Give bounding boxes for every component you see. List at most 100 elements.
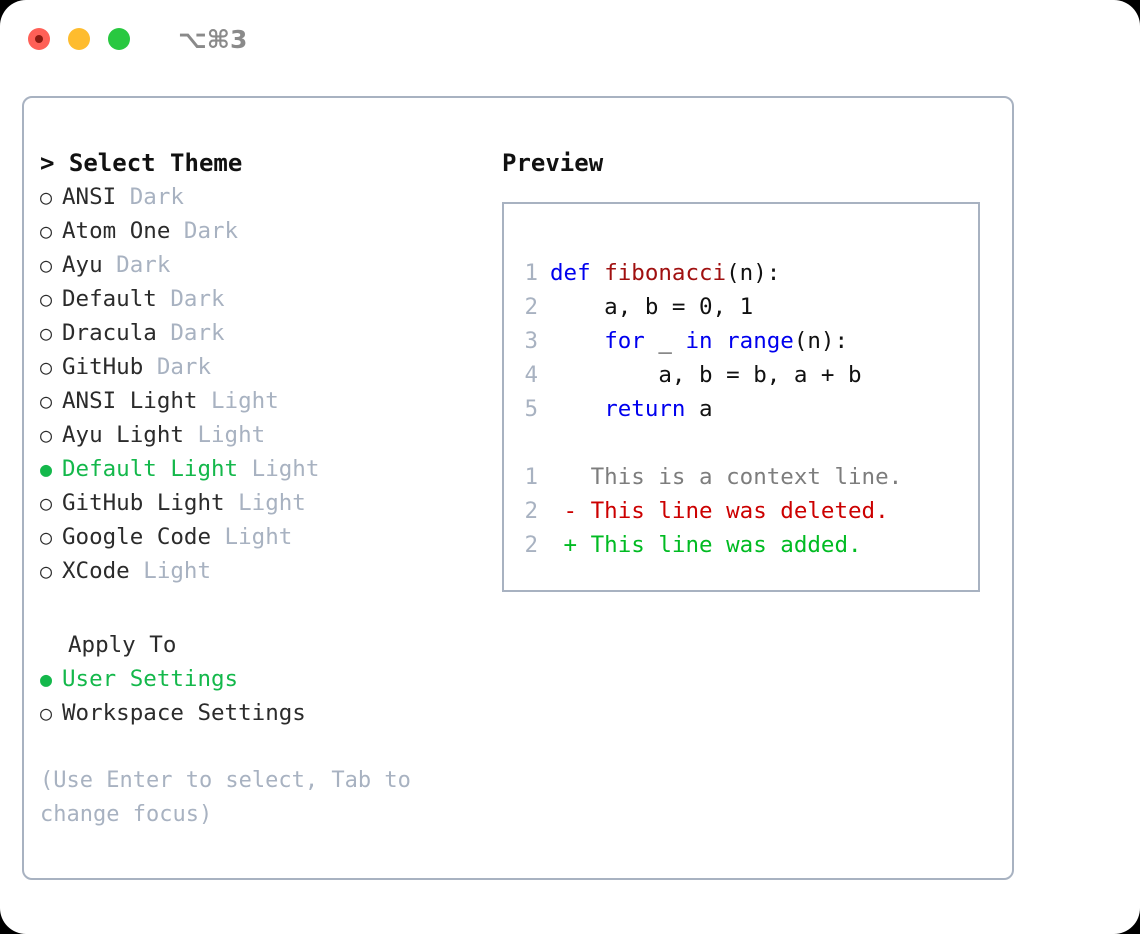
line-content: return a	[550, 392, 713, 426]
theme-name: Atom One	[62, 218, 171, 244]
token: fibonacci	[604, 260, 727, 286]
token: + This line was added.	[550, 532, 862, 558]
line-number: 2	[524, 532, 538, 558]
theme-variant: Light	[238, 456, 320, 482]
line-number: 3	[524, 328, 538, 354]
apply-to-label: User Settings	[62, 666, 239, 692]
radio-unselected-icon: ○	[40, 423, 53, 447]
theme-name: GitHub Light	[62, 490, 225, 516]
token: a	[685, 396, 713, 422]
theme-variant: Dark	[156, 320, 225, 346]
code-line: 2 a, b = 0, 1	[520, 290, 978, 324]
code-line: 1 def fibonacci(n):	[520, 256, 978, 290]
theme-list[interactable]: ○ANSI Dark○Atom One Dark○Ayu Dark○Defaul…	[40, 180, 500, 588]
token: for	[604, 328, 645, 354]
diff-sample: 1 This is a context line. 2 - This line w…	[520, 460, 978, 562]
theme-list-item[interactable]: ○ANSI Light Light	[40, 384, 500, 418]
theme-list-item[interactable]: ○ Google Code Light	[40, 520, 500, 554]
line-content: - This line was deleted.	[550, 494, 889, 528]
radio-unselected-icon: ○	[40, 559, 53, 583]
theme-name: Google Code	[62, 524, 212, 550]
code-line: 5 return a	[520, 392, 978, 426]
line-content: a, b = 0, 1	[550, 290, 753, 324]
line-content: def fibonacci(n):	[550, 256, 780, 290]
line-number: 2	[524, 498, 538, 524]
line-content: + This line was added.	[550, 528, 862, 562]
theme-variant: Dark	[156, 286, 225, 312]
theme-name: Ayu Light	[62, 422, 184, 448]
radio-unselected-icon: ○	[40, 253, 53, 277]
preview-title: Preview	[502, 149, 604, 177]
radio-unselected-icon: ○	[40, 321, 53, 345]
theme-name: Dracula	[62, 320, 157, 346]
radio-selected-icon: ●	[40, 457, 53, 481]
close-button[interactable]	[28, 28, 50, 50]
radio-selected-icon: ●	[40, 667, 53, 691]
token: This is a context line.	[550, 464, 903, 490]
minimize-button[interactable]	[68, 28, 90, 50]
line-content: for _ in range(n):	[550, 324, 848, 358]
theme-list-item[interactable]: ○ Ayu Dark	[40, 248, 500, 282]
line-content: a, b = b, a + b	[550, 358, 862, 392]
theme-list-item[interactable]: ○ Atom One Dark	[40, 214, 500, 248]
theme-variant: Light	[224, 490, 306, 516]
main-panel: > Select Theme ○ANSI Dark○Atom One Dark○…	[22, 96, 1014, 880]
theme-variant: Dark	[102, 252, 171, 278]
theme-variant: Dark	[170, 218, 239, 244]
diff-line: 2 - This line was deleted.	[520, 494, 978, 528]
theme-list-item[interactable]: ○GitHub Light Light	[40, 486, 500, 520]
token: in	[685, 328, 713, 354]
radio-unselected-icon: ○	[40, 525, 53, 549]
title-bar: ⌥⌘3	[0, 0, 1140, 78]
line-content: This is a context line.	[550, 460, 903, 494]
maximize-button[interactable]	[108, 28, 130, 50]
apply-to-label: Workspace Settings	[62, 700, 306, 726]
apply-to-header: Apply To	[68, 632, 177, 658]
token: return	[604, 396, 686, 422]
line-number: 5	[524, 396, 538, 422]
theme-list-item[interactable]: ● Default Light Light	[40, 452, 500, 486]
radio-unselected-icon: ○	[40, 355, 53, 379]
apply-to-item[interactable]: ○ Workspace Settings	[40, 696, 500, 730]
select-theme-header: > Select Theme	[40, 149, 243, 177]
theme-name: Default	[62, 286, 157, 312]
token: a, b = b, a + b	[550, 362, 862, 388]
line-number: 1	[524, 464, 538, 490]
theme-list-item[interactable]: ○GitHub Dark	[40, 350, 500, 384]
radio-unselected-icon: ○	[40, 287, 53, 311]
apply-to-item[interactable]: ● User Settings	[40, 662, 500, 696]
radio-unselected-icon: ○	[40, 219, 53, 243]
radio-unselected-icon: ○	[40, 701, 53, 725]
token	[550, 328, 604, 354]
theme-variant: Dark	[116, 184, 184, 210]
theme-list-item[interactable]: ○ Default Dark	[40, 282, 500, 316]
window-title: ⌥⌘3	[178, 24, 248, 54]
theme-list-item[interactable]: ○XCode Light	[40, 554, 500, 588]
token: _	[644, 328, 686, 354]
code-line: 3 for _ in range(n):	[520, 324, 978, 358]
token: (n):	[726, 260, 781, 286]
theme-selector-column: > Select Theme ○ANSI Dark○Atom One Dark○…	[40, 146, 500, 832]
theme-name: XCode	[62, 558, 130, 584]
theme-name: Ayu	[62, 252, 103, 278]
theme-name: Default Light	[62, 456, 239, 482]
theme-variant: Light	[197, 388, 279, 414]
theme-list-item[interactable]: ○ Dracula Dark	[40, 316, 500, 350]
radio-unselected-icon: ○	[40, 389, 53, 413]
token: range	[726, 328, 794, 354]
token	[550, 396, 604, 422]
token	[713, 328, 727, 354]
line-number: 2	[524, 294, 538, 320]
radio-unselected-icon: ○	[40, 185, 53, 209]
theme-list-item[interactable]: ○ANSI Dark	[40, 180, 500, 214]
theme-list-item[interactable]: ○Ayu Light Light	[40, 418, 500, 452]
theme-variant: Dark	[143, 354, 212, 380]
theme-variant: Light	[211, 524, 293, 550]
token: - This line was deleted.	[550, 498, 889, 524]
token: def	[550, 260, 605, 286]
line-number: 1	[524, 260, 538, 286]
diff-line: 2 + This line was added.	[520, 528, 978, 562]
apply-to-list[interactable]: ● User Settings ○ Workspace Settings	[40, 662, 500, 730]
